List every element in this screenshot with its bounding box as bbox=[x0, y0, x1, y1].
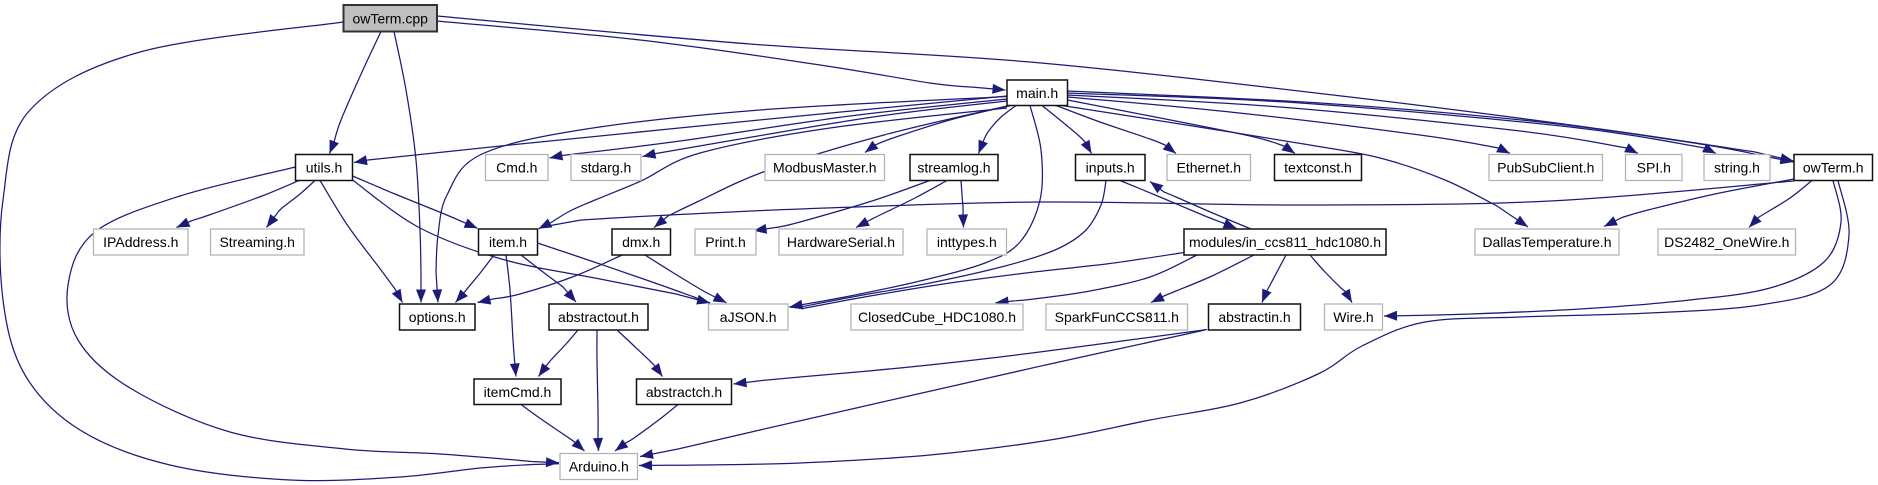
svg-text:Ethernet.h: Ethernet.h bbox=[1176, 160, 1241, 176]
svg-text:Print.h: Print.h bbox=[705, 234, 745, 250]
svg-text:Arduino.h: Arduino.h bbox=[569, 459, 629, 475]
svg-text:abstractin.h: abstractin.h bbox=[1218, 309, 1290, 325]
svg-text:SPI.h: SPI.h bbox=[1637, 160, 1671, 176]
svg-text:options.h: options.h bbox=[409, 309, 466, 325]
svg-text:ModbusMaster.h: ModbusMaster.h bbox=[773, 160, 877, 176]
svg-text:itemCmd.h: itemCmd.h bbox=[484, 384, 552, 400]
svg-text:stdarg.h: stdarg.h bbox=[581, 160, 632, 176]
svg-text:Cmd.h: Cmd.h bbox=[496, 160, 537, 176]
svg-text:abstractch.h: abstractch.h bbox=[646, 384, 722, 400]
svg-text:Wire.h: Wire.h bbox=[1333, 309, 1373, 325]
svg-text:utils.h: utils.h bbox=[306, 160, 343, 176]
svg-text:PubSubClient.h: PubSubClient.h bbox=[1497, 160, 1594, 176]
svg-text:item.h: item.h bbox=[489, 234, 527, 250]
svg-text:inputs.h: inputs.h bbox=[1086, 160, 1135, 176]
svg-text:ClosedCube_HDC1080.h: ClosedCube_HDC1080.h bbox=[858, 309, 1016, 325]
svg-text:dmx.h: dmx.h bbox=[622, 234, 660, 250]
svg-text:modules/in_ccs811_hdc1080.h: modules/in_ccs811_hdc1080.h bbox=[1189, 234, 1381, 250]
svg-text:DallasTemperature.h: DallasTemperature.h bbox=[1482, 234, 1611, 250]
svg-text:IPAddress.h: IPAddress.h bbox=[103, 234, 178, 250]
svg-text:aJSON.h: aJSON.h bbox=[720, 309, 777, 325]
svg-text:string.h: string.h bbox=[1714, 160, 1760, 176]
svg-text:Streaming.h: Streaming.h bbox=[219, 234, 294, 250]
svg-text:HardwareSerial.h: HardwareSerial.h bbox=[787, 234, 895, 250]
svg-text:abstractout.h: abstractout.h bbox=[558, 309, 639, 325]
svg-text:inttypes.h: inttypes.h bbox=[937, 234, 997, 250]
svg-text:SparkFunCCS811.h: SparkFunCCS811.h bbox=[1055, 309, 1179, 325]
svg-text:streamlog.h: streamlog.h bbox=[917, 160, 990, 176]
svg-text:textconst.h: textconst.h bbox=[1284, 160, 1352, 176]
svg-text:main.h: main.h bbox=[1016, 85, 1058, 101]
svg-text:DS2482_OneWire.h: DS2482_OneWire.h bbox=[1664, 234, 1789, 250]
svg-text:owTerm.cpp: owTerm.cpp bbox=[352, 10, 428, 26]
svg-text:owTerm.h: owTerm.h bbox=[1803, 160, 1864, 176]
